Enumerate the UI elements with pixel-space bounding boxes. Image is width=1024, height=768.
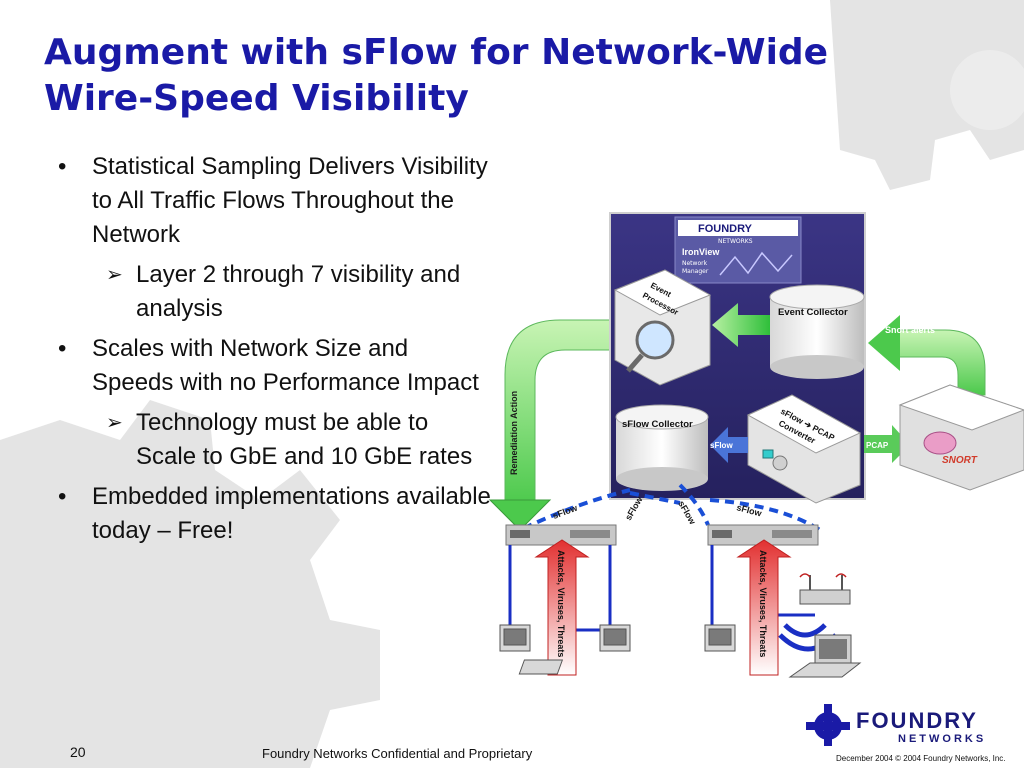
sflow-collector-label: sFlow Collector — [622, 419, 693, 430]
bullet-dot-icon: • — [58, 153, 67, 180]
sflow-dashed-links — [509, 483, 822, 537]
pc-icon — [599, 624, 631, 652]
foundry-logo: FOUNDRY NETWORKS — [806, 704, 986, 746]
network-switch — [505, 524, 617, 546]
title-line-1: Augment with sFlow for Network-Wide — [44, 32, 829, 73]
ironview-line2: Network — [682, 260, 708, 267]
bullet-item: • Scales with Network Size and Speeds wi… — [52, 332, 492, 400]
sflow-collector: sFlow Collector — [615, 404, 709, 491]
pcap-arrow-label: PCAP — [866, 441, 889, 450]
wireless-access-point-icon — [799, 573, 851, 605]
sflow-flow-label: sFlow — [735, 502, 763, 519]
arrow-bullet-icon: ➢ — [106, 264, 123, 286]
sflow-arrow-label: sFlow — [710, 441, 733, 450]
bullet-dot-icon: • — [58, 335, 67, 362]
attacks-arrow: Attacks, Viruses, Threats — [736, 539, 792, 676]
attacks-arrow: Attacks, Viruses, Threats — [534, 539, 590, 676]
laptop-icon — [788, 634, 862, 678]
ironview-title: IronView — [682, 247, 720, 257]
sflow-flow-label: sFlow — [551, 502, 579, 520]
bullet-text: Scales with Network Size and Speeds with… — [92, 335, 479, 396]
bullet-item: • Embedded implementations available tod… — [52, 480, 492, 548]
bullet-text: Statistical Sampling Delivers Visibility… — [92, 153, 488, 248]
snort-pig-icon — [923, 431, 957, 455]
ironview-logo: FOUNDRY NETWORKS IronView Network Manage… — [674, 216, 802, 284]
bullet-text: Embedded implementations available today… — [92, 483, 491, 544]
snort-appliance: SNORT — [898, 384, 1024, 491]
bullet-text: Technology must be able to Scale to GbE … — [136, 409, 473, 470]
arrow-bullet-icon: ➢ — [106, 412, 123, 434]
sub-bullet-item: ➢ Layer 2 through 7 visibility and analy… — [52, 258, 492, 326]
event-collector: Event Collector — [769, 284, 865, 379]
pc-icon — [499, 624, 531, 652]
sflow-arrow: sFlow — [710, 427, 748, 463]
network-diagram: Remediation Action FOUNDRY NETWORKS Iron… — [488, 212, 1024, 678]
bullet-text: Layer 2 through 7 visibility and analysi… — [136, 261, 461, 322]
gear-icon — [0, 400, 380, 768]
bullet-list: • Statistical Sampling Delivers Visibili… — [52, 150, 492, 554]
attacks-label: Attacks, Viruses, Threats — [556, 550, 566, 657]
snort-alerts-label: Snort alerts — [885, 325, 935, 335]
collector-to-processor-arrow — [712, 303, 770, 347]
gear-icon — [830, 0, 1024, 190]
bullet-item: • Statistical Sampling Delivers Visibili… — [52, 150, 492, 252]
pc-icon — [518, 624, 736, 675]
magnifier-icon — [635, 320, 675, 360]
sub-bullet-item: ➢ Technology must be able to Scale to Gb… — [52, 406, 492, 474]
logo-sub: NETWORKS — [898, 733, 986, 745]
snort-logo-text: SNORT — [942, 455, 978, 466]
remediation-arrow: Remediation Action — [488, 319, 611, 531]
footer-confidential: Foundry Networks Confidential and Propri… — [262, 746, 533, 761]
panel-logo-brand: FOUNDRY — [698, 223, 753, 235]
title-line-2: Wire-Speed Visibility — [44, 78, 469, 119]
pcap-arrow: PCAP — [864, 425, 910, 463]
knob-icon — [772, 455, 788, 471]
page-number: 20 — [70, 744, 86, 760]
bullet-dot-icon: • — [58, 483, 67, 510]
ironview-line3: Manager — [682, 268, 709, 275]
event-collector-label: Event Collector — [778, 307, 848, 318]
attacks-label: Attacks, Viruses, Threats — [758, 550, 768, 657]
footer-copyright: December 2004 © 2004 Foundry Networks, I… — [836, 754, 1006, 763]
snort-alerts-arrow: Snort alerts — [868, 315, 986, 396]
remediation-action-label: Remediation Action — [509, 391, 519, 475]
event-processor-box: Event Processor — [613, 269, 712, 386]
logo-brand: FOUNDRY — [856, 708, 978, 733]
slide-title: Augment with sFlow for Network-Wide Wire… — [44, 30, 1004, 122]
sflow-pcap-converter: sFlow ➔ PCAP Converter — [746, 394, 862, 504]
panel-logo-sub: NETWORKS — [718, 238, 753, 245]
gear-icon — [806, 704, 850, 746]
